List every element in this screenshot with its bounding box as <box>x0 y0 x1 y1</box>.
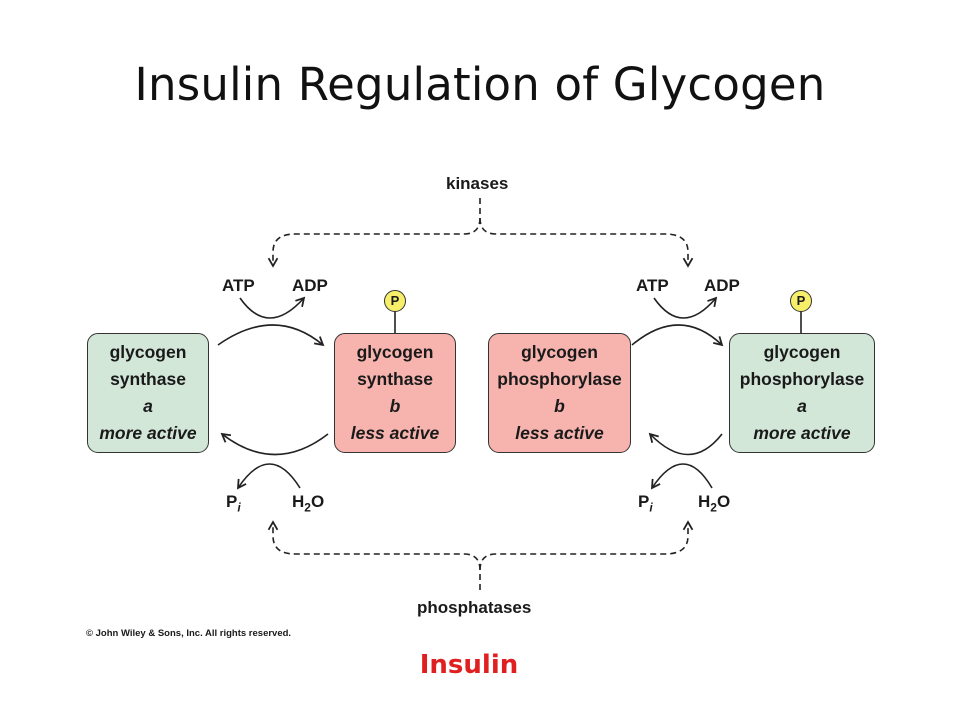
phosphorylation-arrow-right <box>631 324 724 347</box>
phosphorylation-arrow-left <box>217 324 325 347</box>
enzyme-form: b <box>389 396 401 416</box>
dephosphorylation-arrow-right <box>648 432 723 456</box>
glycogen-synthase-a-box: glycogen synthase a more active <box>87 333 209 453</box>
adp-label-left: ADP <box>292 276 328 295</box>
phosphatases-label: phosphatases <box>417 598 532 617</box>
pi-label-left: Pi <box>226 492 241 515</box>
enzyme-name-line2: synthase <box>357 369 433 389</box>
enzyme-name-line2: phosphorylase <box>497 369 622 389</box>
phosphatases-dashed-arrow-right <box>479 520 694 571</box>
phosphatases-dashed-arrow <box>267 520 481 590</box>
enzyme-name-line1: glycogen <box>109 342 187 362</box>
h2o-label-right: H2O <box>698 492 731 515</box>
glycogen-phosphorylase-b-box: glycogen phosphorylase b less active <box>488 333 631 453</box>
glycogen-phosphorylase-a-box: glycogen phosphorylase a more active <box>729 333 875 453</box>
enzyme-activity: less active <box>350 423 440 443</box>
copyright-notice: © John Wiley & Sons, Inc. All rights res… <box>86 628 292 639</box>
enzyme-name-line2: phosphorylase <box>739 369 865 389</box>
enzyme-activity: more active <box>753 423 851 443</box>
atp-adp-arc-right <box>653 296 718 319</box>
kinases-dashed-arrow <box>267 198 481 268</box>
pi-label-right: Pi <box>638 492 653 515</box>
insulin-label: Insulin <box>419 650 519 680</box>
enzyme-name-line1: glycogen <box>521 342 598 362</box>
slide-title: Insulin Regulation of Glycogen <box>134 58 826 111</box>
atp-adp-arc-left <box>239 296 306 319</box>
kinases-label: kinases <box>446 174 509 193</box>
enzyme-form: a <box>143 396 153 416</box>
enzyme-name-line1: glycogen <box>356 342 434 362</box>
h2o-label-left: H2O <box>292 492 325 515</box>
phosphate-badge-synthase-b: P <box>384 290 406 312</box>
atp-label-left: ATP <box>222 276 255 295</box>
adp-label-right: ADP <box>704 276 740 295</box>
glycogen-synthase-b-box: glycogen synthase b less active <box>334 333 456 453</box>
phosphate-badge-phosphorylase-a: P <box>790 290 812 312</box>
enzyme-name-line1: glycogen <box>763 342 841 362</box>
h2o-pi-arc-left <box>236 463 301 490</box>
enzyme-form: a <box>797 396 807 416</box>
atp-label-right: ATP <box>636 276 669 295</box>
enzyme-activity: more active <box>99 423 197 443</box>
enzyme-form: b <box>554 396 565 416</box>
enzyme-name-line2: synthase <box>110 369 186 389</box>
dephosphorylation-arrow-left <box>220 432 329 456</box>
kinases-dashed-arrow-right <box>479 217 694 268</box>
h2o-pi-arc-right <box>650 463 713 490</box>
enzyme-activity: less active <box>515 423 604 443</box>
